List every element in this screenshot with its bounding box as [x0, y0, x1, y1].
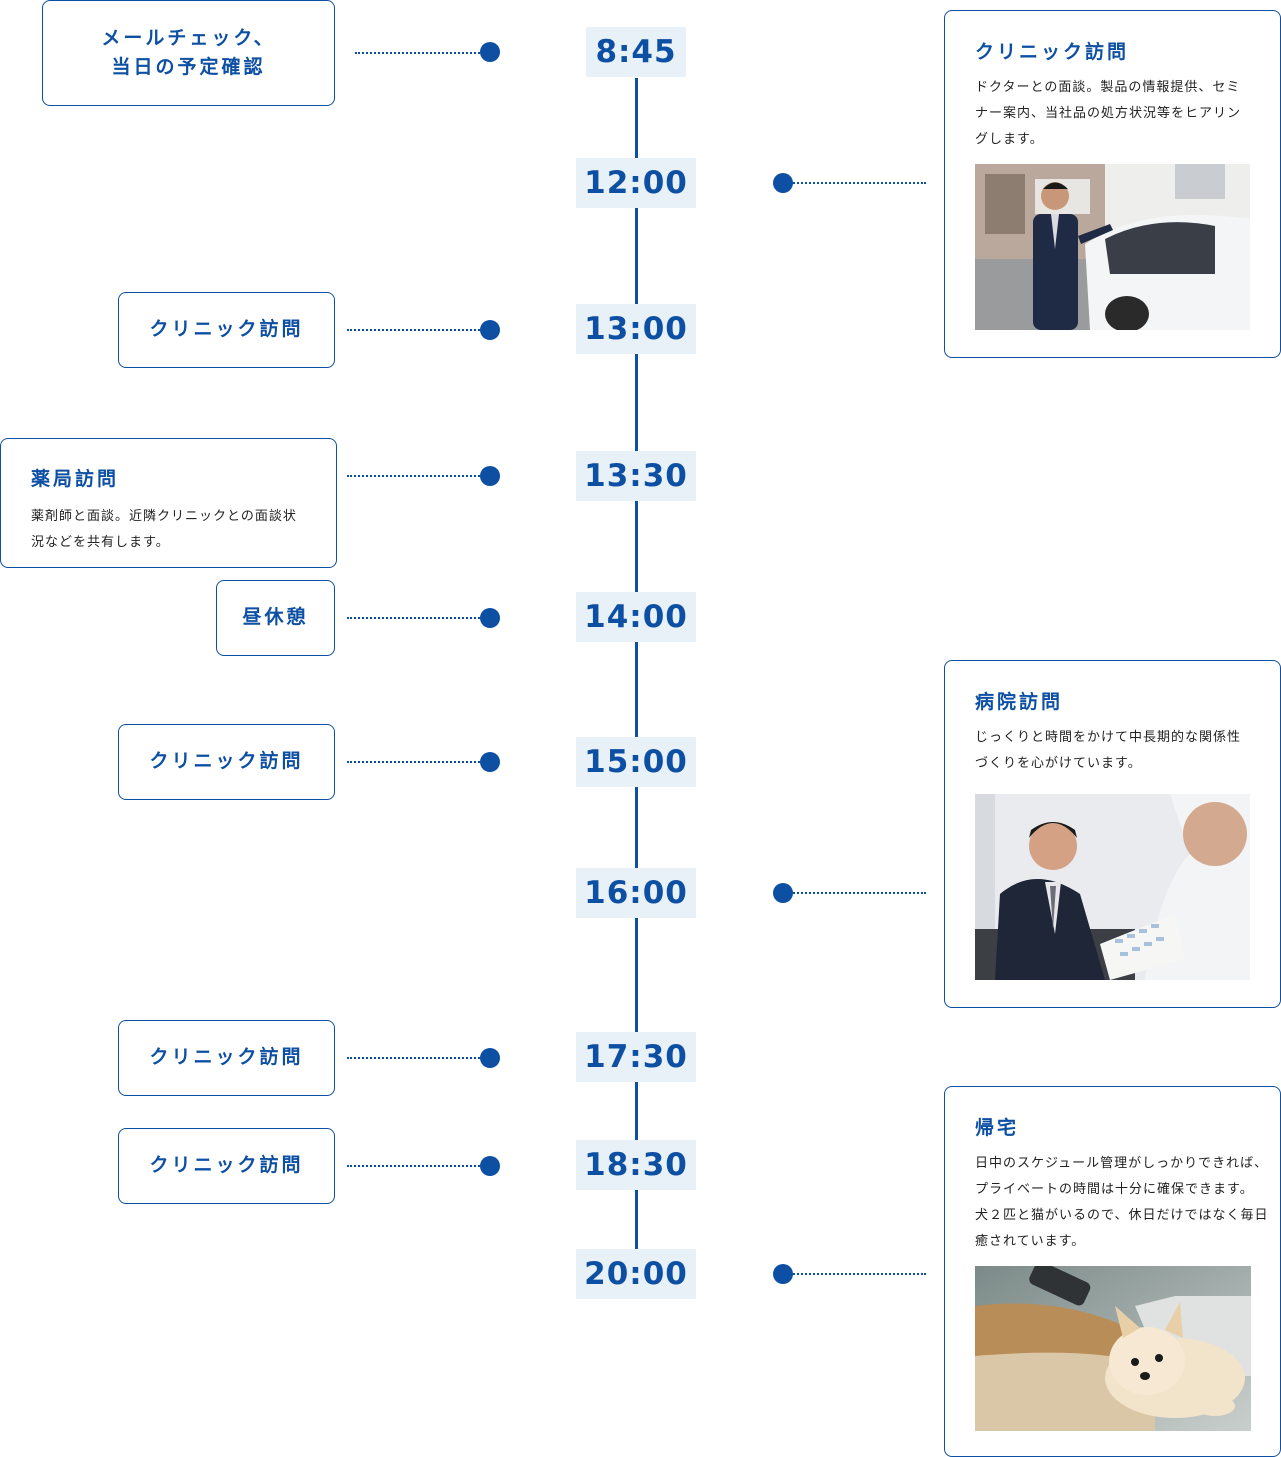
card-label: クリニック訪問 [149, 318, 304, 341]
card-desc-line: 況などを共有します。 [31, 535, 170, 550]
card-description: ドクターとの面談。製品の情報提供、セミ ナー案内、当社品の処方状況等をヒアリン … [975, 75, 1265, 153]
card-label: 昼休憩 [242, 606, 309, 629]
card-desc-line: ドクターとの面談。製品の情報提供、セミ [975, 80, 1241, 95]
card-label: クリニック訪問 [149, 1154, 304, 1177]
schedule-card-pharmacy-visit: 薬局訪問 薬剤師と面談。近隣クリニックとの面談状 況などを共有します。 [0, 438, 337, 568]
card-desc-line: ナー案内、当社品の処方状況等をヒアリン [975, 106, 1242, 121]
time-badge: 8:45 [586, 27, 686, 77]
meeting-photo [975, 794, 1250, 980]
dog-photo [975, 1266, 1251, 1431]
timeline-dot [480, 1048, 500, 1068]
card-description: 薬剤師と面談。近隣クリニックとの面談状 況などを共有します。 [31, 504, 321, 556]
timeline-line [635, 78, 638, 1268]
card-title: 病院訪問 [975, 691, 1064, 713]
timeline-dot [480, 42, 500, 62]
card-title: 薬局訪問 [31, 468, 120, 490]
schedule-card-clinic-visit: クリニック訪問 [118, 292, 335, 368]
connector-line [347, 1057, 483, 1059]
schedule-card-return-home: 帰宅 日中のスケジュール管理がしっかりできれば、 プライベートの時間は十分に確保… [944, 1086, 1281, 1457]
connector-line [347, 761, 483, 763]
schedule-card-clinic-visit: クリニック訪問 [118, 724, 335, 800]
card-label-line: メールチェック、 [101, 26, 276, 49]
card-desc-line: 癒されています。 [975, 1234, 1086, 1249]
timeline-dot [480, 608, 500, 628]
card-label: クリニック訪問 [149, 750, 304, 773]
connector-line [347, 329, 483, 331]
time-badge: 17:30 [576, 1032, 696, 1082]
connector-line [790, 892, 926, 894]
card-title: クリニック訪問 [975, 41, 1130, 63]
schedule-card-clinic-visit-detail: クリニック訪問 ドクターとの面談。製品の情報提供、セミ ナー案内、当社品の処方状… [944, 10, 1281, 358]
connector-line [347, 475, 483, 477]
schedule-card-clinic-visit: クリニック訪問 [118, 1020, 335, 1096]
schedule-card-clinic-visit: クリニック訪問 [118, 1128, 335, 1204]
time-badge: 13:00 [576, 304, 696, 354]
card-desc-line: づくりを心がけています。 [975, 756, 1142, 771]
connector-line [790, 182, 926, 184]
man-with-car-photo [975, 164, 1250, 330]
card-desc-line: グします。 [975, 132, 1044, 147]
time-badge: 20:00 [576, 1249, 696, 1299]
connector-line [347, 1165, 483, 1167]
card-desc-line: プライベートの時間は十分に確保できます。 [975, 1182, 1254, 1197]
schedule-card-mail-check: メールチェック、 当日の予定確認 [42, 0, 335, 106]
card-desc-line: 犬２匹と猫がいるので、休日だけではなく毎日 [975, 1208, 1269, 1223]
timeline-dot [480, 320, 500, 340]
schedule-card-hospital-visit: 病院訪問 じっくりと時間をかけて中長期的な関係性 づくりを心がけています。 [944, 660, 1281, 1008]
schedule-card-lunch-break: 昼休憩 [216, 580, 335, 656]
connector-line [790, 1273, 926, 1275]
time-badge: 16:00 [576, 868, 696, 918]
time-badge: 14:00 [576, 592, 696, 642]
timeline-dot [773, 1264, 793, 1284]
card-desc-line: 薬剤師と面談。近隣クリニックとの面談状 [31, 509, 297, 524]
time-badge: 13:30 [576, 451, 696, 501]
connector-line [355, 52, 483, 54]
timeline-dot [480, 466, 500, 486]
card-label: クリニック訪問 [149, 1046, 304, 1069]
card-desc-line: 日中のスケジュール管理がしっかりできれば、 [975, 1156, 1269, 1171]
connector-line [347, 617, 483, 619]
timeline-dot [480, 752, 500, 772]
card-label-line: 当日の予定確認 [111, 56, 266, 78]
time-badge: 12:00 [576, 158, 696, 208]
time-badge: 18:30 [576, 1140, 696, 1190]
card-desc-line: じっくりと時間をかけて中長期的な関係性 [975, 730, 1242, 745]
card-description: じっくりと時間をかけて中長期的な関係性 づくりを心がけています。 [975, 725, 1265, 777]
card-title: 帰宅 [975, 1117, 1020, 1139]
timeline-dot [773, 173, 793, 193]
time-badge: 15:00 [576, 737, 696, 787]
card-description: 日中のスケジュール管理がしっかりできれば、 プライベートの時間は十分に確保できま… [975, 1151, 1275, 1255]
timeline-dot [773, 883, 793, 903]
timeline-dot [480, 1156, 500, 1176]
